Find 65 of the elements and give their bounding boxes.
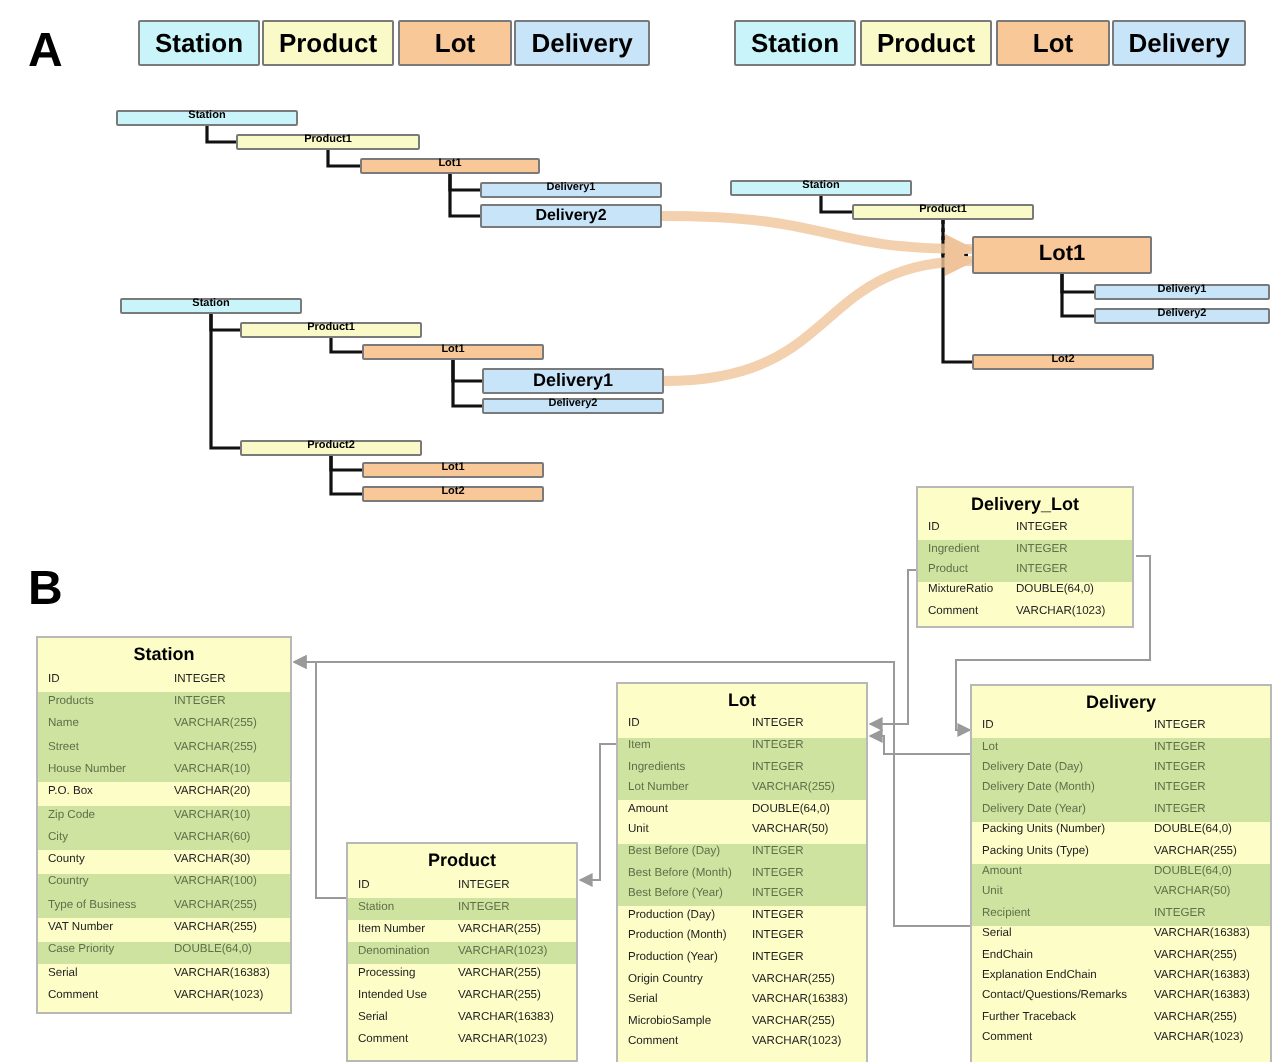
reference-arrow — [868, 729, 971, 755]
node-label: Delivery — [1128, 30, 1230, 56]
tree-box — [480, 204, 662, 228]
table-card — [616, 682, 868, 1062]
reference-arrow — [955, 555, 1151, 737]
tree-connector — [329, 456, 362, 496]
table-title: Product — [427, 851, 496, 869]
legend-box — [138, 20, 260, 66]
node-label: Station — [154, 30, 244, 56]
panel-letter: A — [28, 28, 63, 76]
node-label: Lot — [434, 30, 476, 56]
table-card — [36, 636, 292, 1014]
table-card — [346, 842, 578, 1062]
tree-box — [482, 398, 664, 414]
tree-connector — [209, 314, 240, 450]
table-card — [970, 684, 1272, 1062]
tree-box — [482, 368, 664, 394]
node-label: Station — [750, 30, 840, 56]
tree-box — [730, 180, 912, 196]
tree-box — [362, 486, 544, 502]
tree-box — [972, 354, 1154, 370]
tree-connector — [448, 174, 480, 218]
reference-arrow — [292, 655, 971, 927]
tree-box — [116, 110, 298, 126]
node-label: Delivery1 — [532, 372, 614, 390]
tree-connector — [819, 196, 852, 214]
tree-box — [362, 344, 544, 360]
table-title: Station — [133, 645, 195, 663]
node-label: Product — [278, 30, 378, 56]
tree-connector — [326, 150, 360, 168]
tree-box — [480, 182, 662, 198]
tree-connector — [205, 126, 236, 144]
tree-box — [240, 440, 422, 456]
tree-connector — [1060, 274, 1094, 318]
tree-connector — [329, 338, 362, 354]
tree-box — [360, 158, 540, 174]
reference-arrow — [868, 569, 917, 731]
tree-box — [852, 204, 1034, 220]
legend-box — [262, 20, 394, 66]
legend-box — [734, 20, 856, 66]
legend-box — [398, 20, 512, 66]
tree-box — [362, 462, 544, 478]
node-label: Delivery2 — [535, 208, 607, 224]
tree-box — [120, 298, 302, 314]
tree-connector — [941, 220, 972, 364]
tree-box — [972, 236, 1152, 274]
table-title: Lot — [728, 691, 756, 709]
legend-box — [1112, 20, 1246, 66]
legend-box — [514, 20, 650, 66]
tree-box — [1094, 308, 1270, 324]
node-label: Delivery — [531, 30, 633, 56]
legend-box — [860, 20, 992, 66]
table-title: Delivery_Lot — [970, 495, 1080, 513]
reference-arrow — [578, 743, 617, 887]
table-card — [916, 486, 1134, 628]
tree-connector — [451, 360, 482, 408]
tree-box — [240, 322, 422, 338]
tree-box — [236, 134, 420, 150]
tree-box — [1094, 284, 1270, 300]
node-label: Product — [876, 30, 976, 56]
node-label: Lot — [1032, 30, 1074, 56]
node-label: Lot1 — [1038, 244, 1086, 266]
table-title: Delivery — [1085, 693, 1157, 711]
legend-box — [996, 20, 1110, 66]
panel-letter: B — [28, 566, 63, 614]
